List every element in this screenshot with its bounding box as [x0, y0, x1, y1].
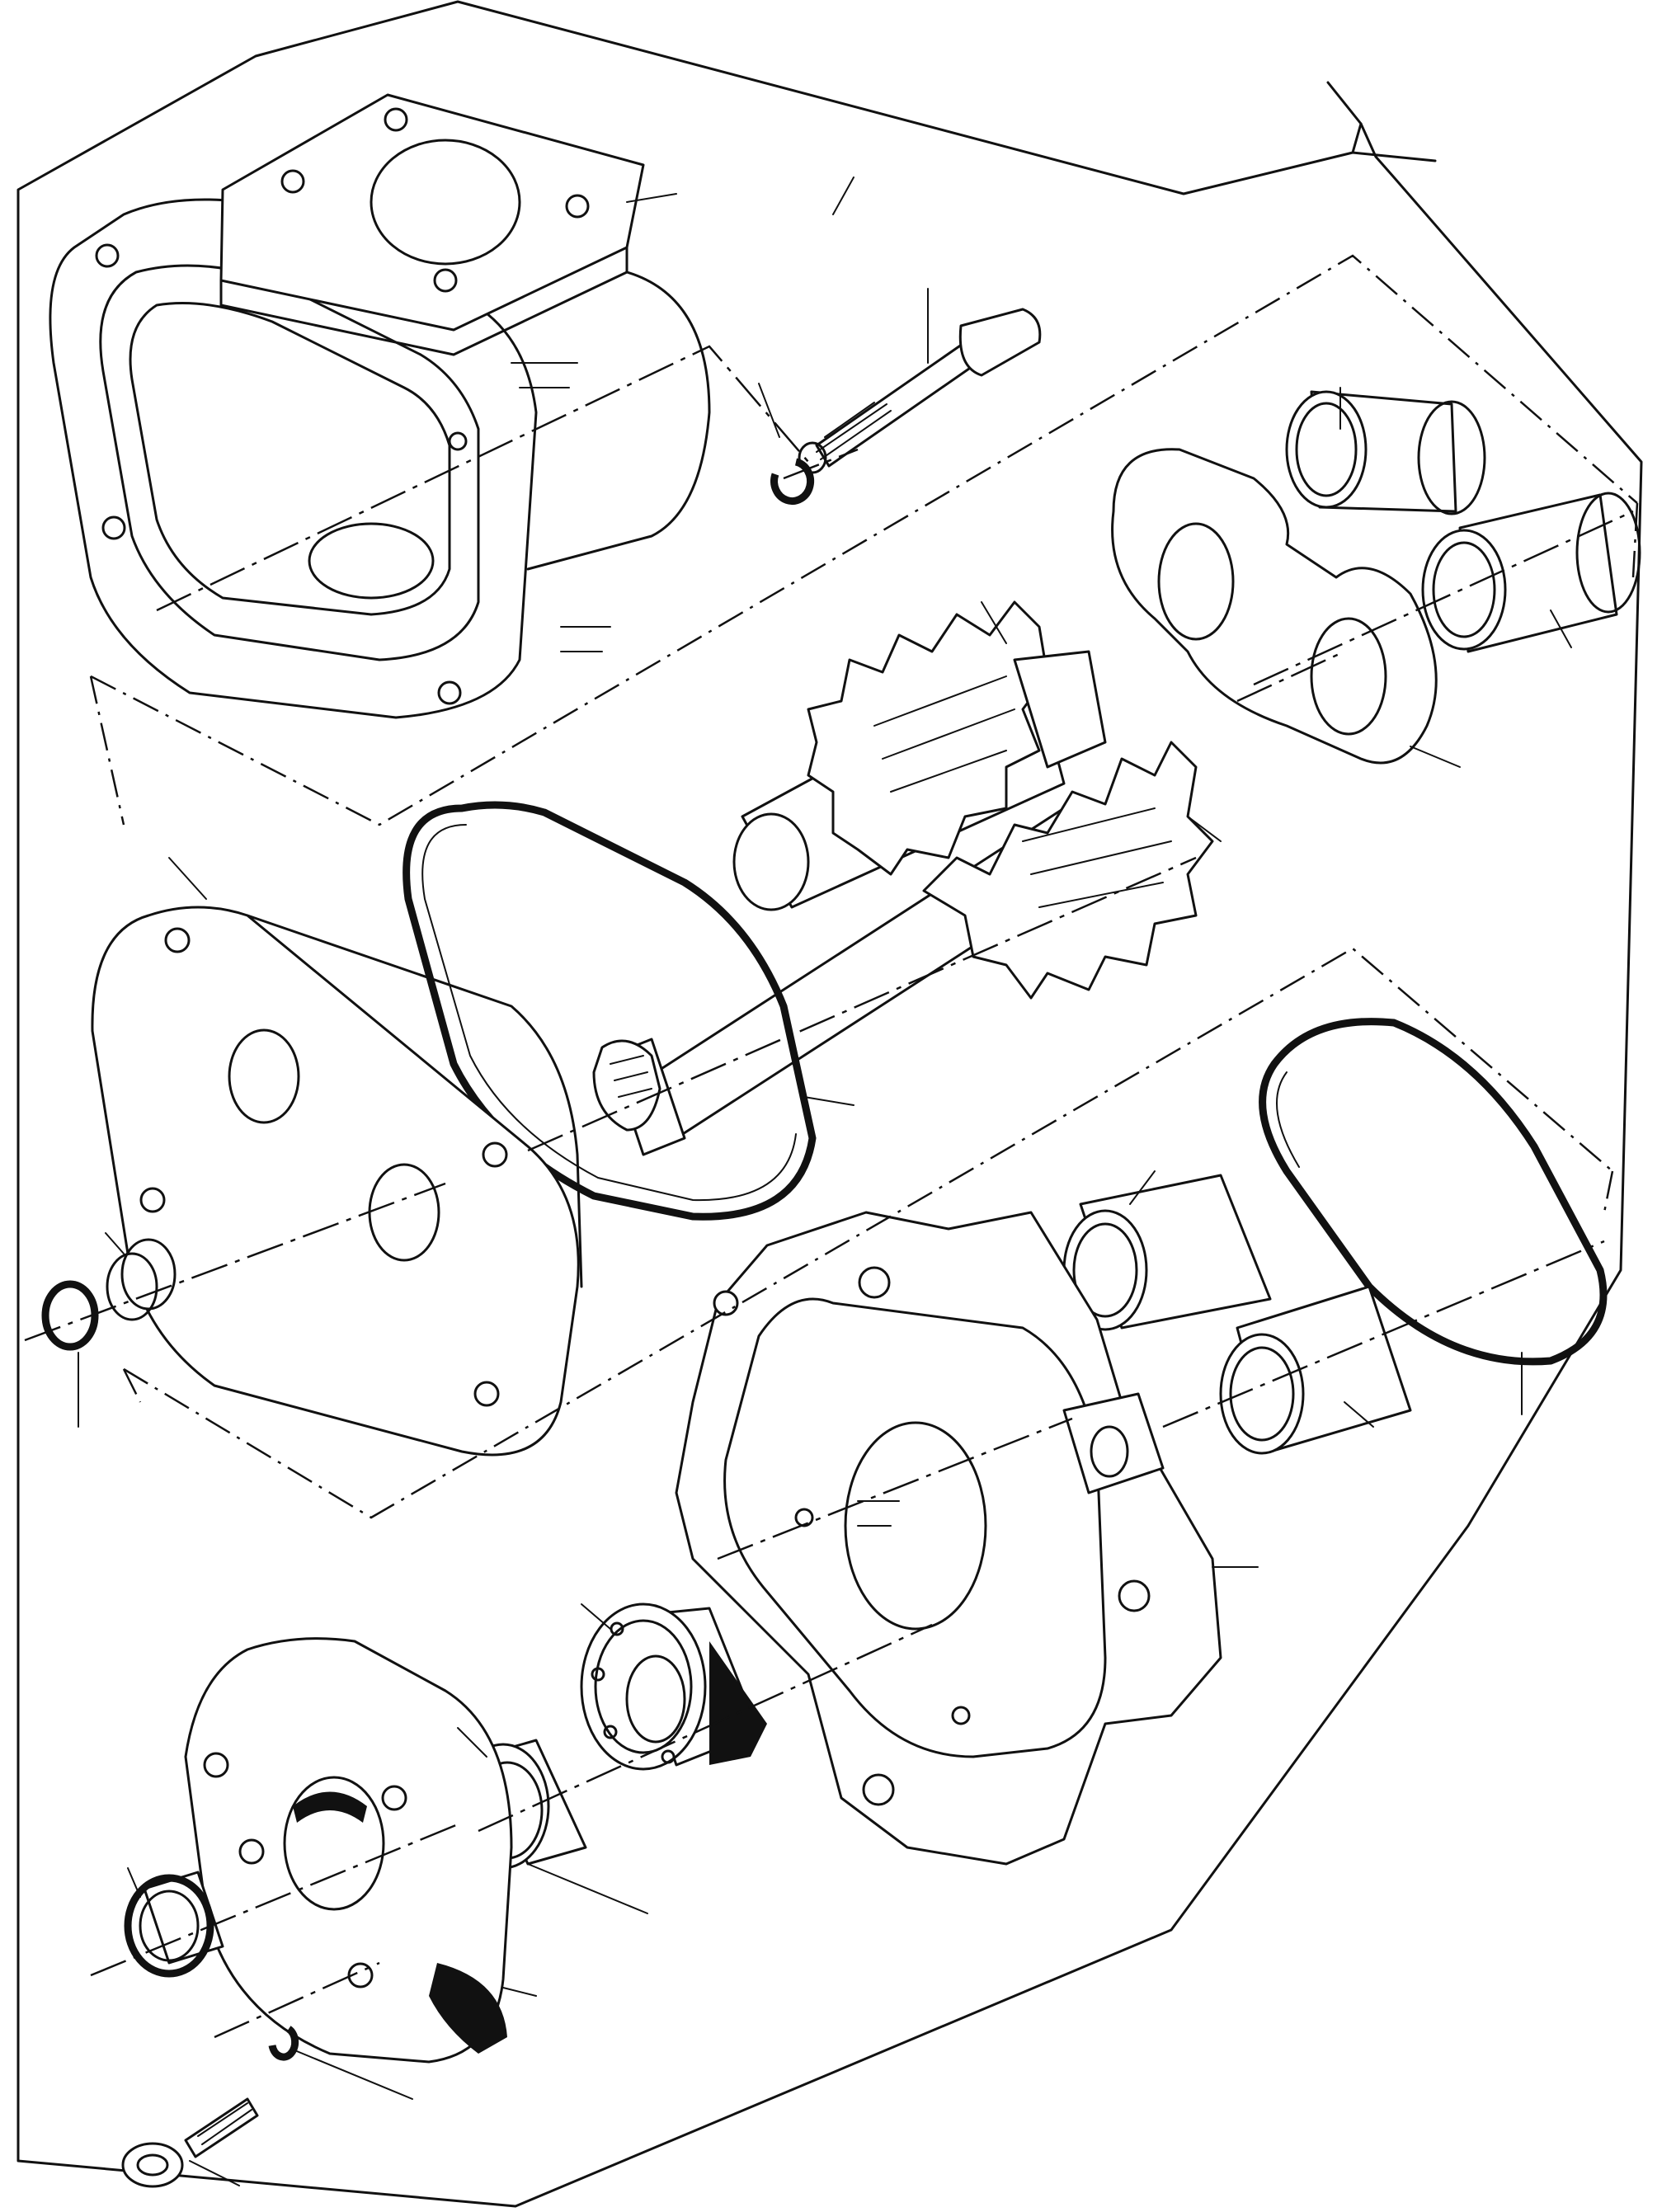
leader-line: [1187, 816, 1222, 842]
bushing-lower-2: [1219, 1285, 1412, 1455]
cap-screw: [121, 2097, 259, 2188]
leader-line: [457, 1727, 487, 1758]
bushing-lower-1: [1062, 1174, 1272, 1331]
leader-line: [168, 857, 207, 900]
leader-line: [127, 1867, 141, 1898]
plug: [106, 1238, 177, 1321]
leader-line: [1410, 746, 1461, 768]
leader-line: [527, 1863, 648, 1914]
housing-through-bolt: [798, 308, 1042, 474]
leader-lines: [78, 176, 1572, 2186]
leader-line: [581, 1603, 611, 1630]
mounting-flange: [184, 1637, 513, 2064]
wear-plate: [1111, 448, 1438, 765]
center-lines: [24, 345, 1634, 2039]
bushing-upper-1: [1285, 390, 1486, 515]
leader-line: [105, 1232, 125, 1254]
leader-line: [981, 601, 1007, 644]
drive-gear-shaft: [592, 741, 1214, 1156]
leader-line: [626, 193, 677, 203]
snap-ring: [770, 458, 815, 505]
border-notch: [1326, 81, 1437, 162]
leader-line: [803, 1096, 854, 1106]
front-housing: [675, 1211, 1222, 1866]
leader-line: [189, 2160, 240, 2186]
leader-line: [758, 383, 780, 438]
seal-ring: [41, 1280, 99, 1351]
bushing-upper-2: [1421, 492, 1641, 653]
leader-line: [502, 1987, 537, 1997]
leader-line: [1129, 1170, 1156, 1205]
rear-cover-plate: [91, 906, 583, 1457]
outer-border: [16, 0, 1643, 2208]
housing-o-ring: [403, 801, 817, 1221]
lower-o-ring: [1259, 1018, 1608, 1366]
cap-screw-snap-ring: [268, 2026, 299, 2061]
leader-line: [1550, 609, 1572, 648]
idler-gear: [732, 600, 1107, 911]
pump-housing: [49, 93, 711, 719]
leader-line: [292, 2049, 413, 2100]
leader-line: [832, 176, 854, 215]
phantom-boundaries: [89, 254, 1639, 1519]
ball-bearing: [580, 1603, 767, 1771]
leader-line: [1344, 1401, 1374, 1428]
